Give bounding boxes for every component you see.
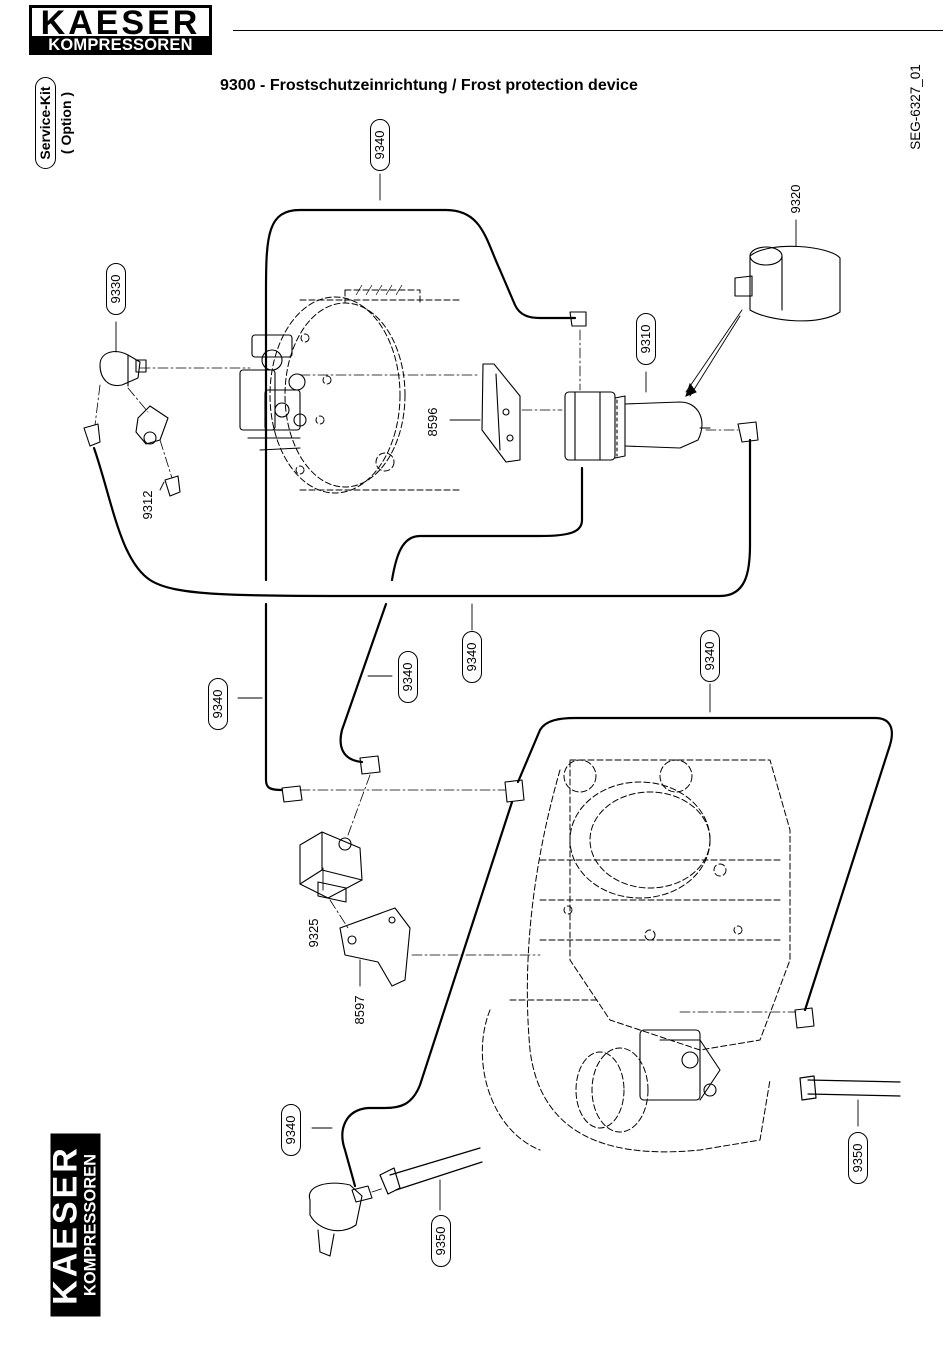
thermostat-9312 xyxy=(136,406,168,444)
assembly-lines xyxy=(95,330,796,1192)
compressor-block xyxy=(482,760,790,1152)
separator-tank xyxy=(270,290,460,493)
kaeser-logo: KAESER KOMPRESSOREN xyxy=(29,5,212,55)
page-title: 9300 - Frostschutzeinrichtung / Frost pr… xyxy=(220,77,638,95)
cartridge-9320 xyxy=(735,246,840,321)
service-kit-label: Service-Kit ( Option ) xyxy=(35,53,81,193)
inlet-valve xyxy=(640,1030,720,1100)
label-8597: 8597 xyxy=(352,988,368,1032)
kaeser-logo-bottom: KAESER KOMPRESSOREN xyxy=(51,1134,101,1317)
label-8596: 8596 xyxy=(425,400,441,444)
bracket-8596 xyxy=(482,364,520,462)
arrow-head xyxy=(686,384,696,396)
service-kit-pill: Service-Kit xyxy=(35,77,56,168)
callout-9340-mid-center: 9340 xyxy=(398,651,418,703)
callout-9340-mid-left: 9340 xyxy=(208,678,228,730)
header-rule xyxy=(233,30,943,31)
callout-9340-lower-right: 9340 xyxy=(700,630,720,682)
document-id: SEG-6327_01 xyxy=(906,57,926,157)
service-kit-option: ( Option ) xyxy=(58,92,74,154)
heater-9330 xyxy=(100,352,146,386)
brand-line1: KAESER xyxy=(29,5,212,36)
callout-9350-right: 9350 xyxy=(848,1132,868,1184)
callout-9340-mid-right: 9340 xyxy=(462,631,482,683)
callout-9310: 9310 xyxy=(636,313,656,365)
callout-9330: 9330 xyxy=(106,263,126,315)
label-9320: 9320 xyxy=(788,177,804,221)
brand-bottom-line2: KOMPRESSOREN xyxy=(82,1134,101,1317)
label-9312: 9312 xyxy=(140,483,156,527)
valve-block xyxy=(240,335,306,450)
drawing-geometry xyxy=(84,174,900,1256)
callout-9340-bottom: 9340 xyxy=(281,1104,301,1156)
label-9325: 9325 xyxy=(306,911,322,955)
brand-bottom-line1: KAESER xyxy=(51,1134,82,1317)
bracket-8597 xyxy=(340,908,410,986)
callout-9340-top: 9340 xyxy=(370,119,390,171)
callout-9350-left: 9350 xyxy=(431,1215,451,1267)
drain-valve xyxy=(309,1183,372,1256)
filter-9310 xyxy=(565,392,702,460)
solenoid-9325 xyxy=(300,832,362,902)
